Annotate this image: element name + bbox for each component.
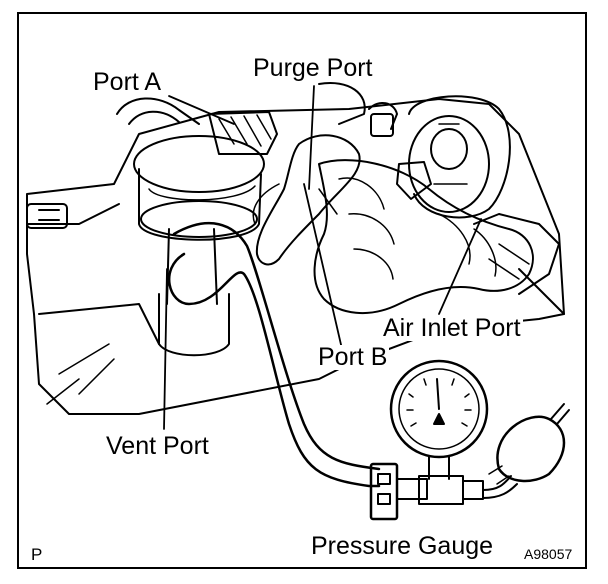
label-port-a: Port A [91, 68, 164, 96]
gauge-valve-block [369, 462, 399, 521]
hand-right [313, 159, 534, 315]
label-port-b: Port B [316, 343, 390, 371]
cylinder [408, 95, 511, 219]
label-purge-port: Purge Port [251, 54, 375, 82]
canister-body [26, 98, 565, 415]
vacuum-hose [167, 252, 381, 488]
leader-purge-port [308, 85, 315, 190]
leader-port-b [303, 183, 343, 350]
left-fitting [26, 203, 68, 229]
leader-vent-port [163, 268, 168, 430]
squeeze-bulb [496, 415, 566, 483]
canister-illustration [26, 82, 570, 521]
label-pressure-gauge: Pressure Gauge [309, 532, 496, 560]
label-air-inlet-port: Air Inlet Port [381, 314, 523, 342]
diagram-frame: Port A Purge Port Air Inlet Port Port B … [17, 12, 587, 569]
pressure-gauge-dial [389, 359, 489, 459]
valve-top [133, 135, 265, 193]
label-vent-port: Vent Port [104, 432, 211, 460]
corner-mark: P [31, 545, 43, 564]
hand-left [255, 134, 361, 266]
port-a-fitting [208, 111, 278, 155]
figure-id: A98057 [524, 546, 573, 562]
leader-port-a [168, 95, 235, 125]
leader-air-inlet [438, 218, 482, 315]
